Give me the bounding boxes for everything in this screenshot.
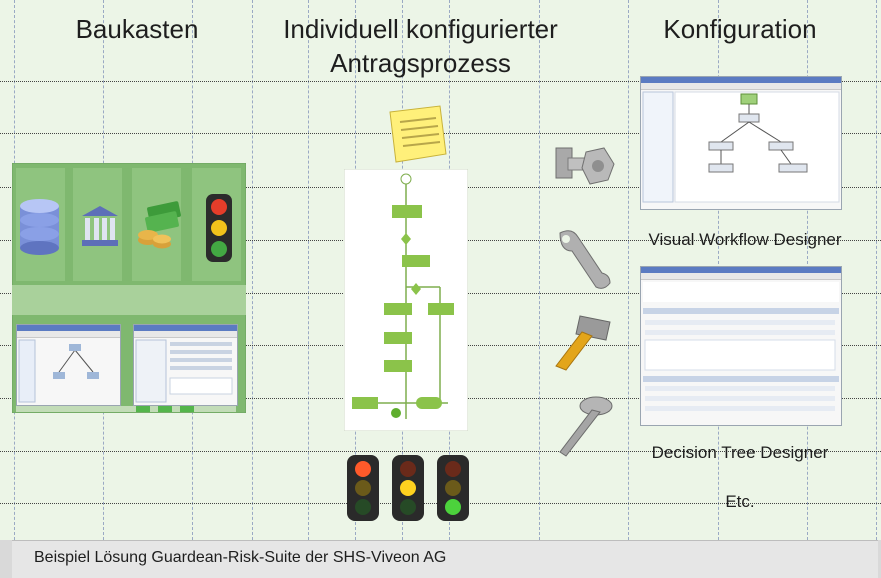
nail-icon xyxy=(552,392,616,460)
label-etc: Etc. xyxy=(725,492,755,511)
hammer-icon xyxy=(552,312,616,374)
nut-bolt-icon xyxy=(552,140,616,192)
column-divider xyxy=(539,0,540,540)
decision-tree-designer-screenshot xyxy=(640,266,842,426)
process-flowchart xyxy=(343,168,469,432)
label-decision-tree-designer: Decision Tree Designer xyxy=(651,443,829,462)
heading-prozess-line1: Individuell konfigurierter xyxy=(283,14,558,44)
column-divider xyxy=(876,0,877,540)
footer-caption-bar: Beispiel Lösung Guardean-Risk-Suite der … xyxy=(12,540,878,578)
wrench-icon xyxy=(552,225,616,293)
traffic-light-red-icon xyxy=(345,453,381,523)
note-icon xyxy=(384,104,450,164)
database-icon xyxy=(17,198,62,256)
kit-screenshot-form xyxy=(133,324,238,406)
footer-caption: Beispiel Lösung Guardean-Risk-Suite der … xyxy=(34,549,447,566)
column-divider xyxy=(308,0,309,540)
guide-line xyxy=(0,81,881,82)
bank-icon xyxy=(80,204,120,248)
traffic-light-icon xyxy=(204,193,234,263)
label-visual-workflow-designer: Visual Workflow Designer xyxy=(648,230,842,249)
heading-prozess-line2: Antragsprozess xyxy=(330,48,511,78)
guide-line xyxy=(0,451,881,452)
heading-baukasten: Baukasten xyxy=(75,14,199,44)
kit-screenshot-workflow xyxy=(16,324,121,406)
traffic-light-green-icon xyxy=(435,453,471,523)
column-divider xyxy=(628,0,629,540)
money-icon xyxy=(136,200,184,250)
heading-konfiguration: Konfiguration xyxy=(663,14,817,44)
traffic-light-yellow-icon xyxy=(390,453,426,523)
workflow-designer-screenshot xyxy=(640,76,842,210)
column-divider xyxy=(252,0,253,540)
kit-strip xyxy=(16,400,236,412)
